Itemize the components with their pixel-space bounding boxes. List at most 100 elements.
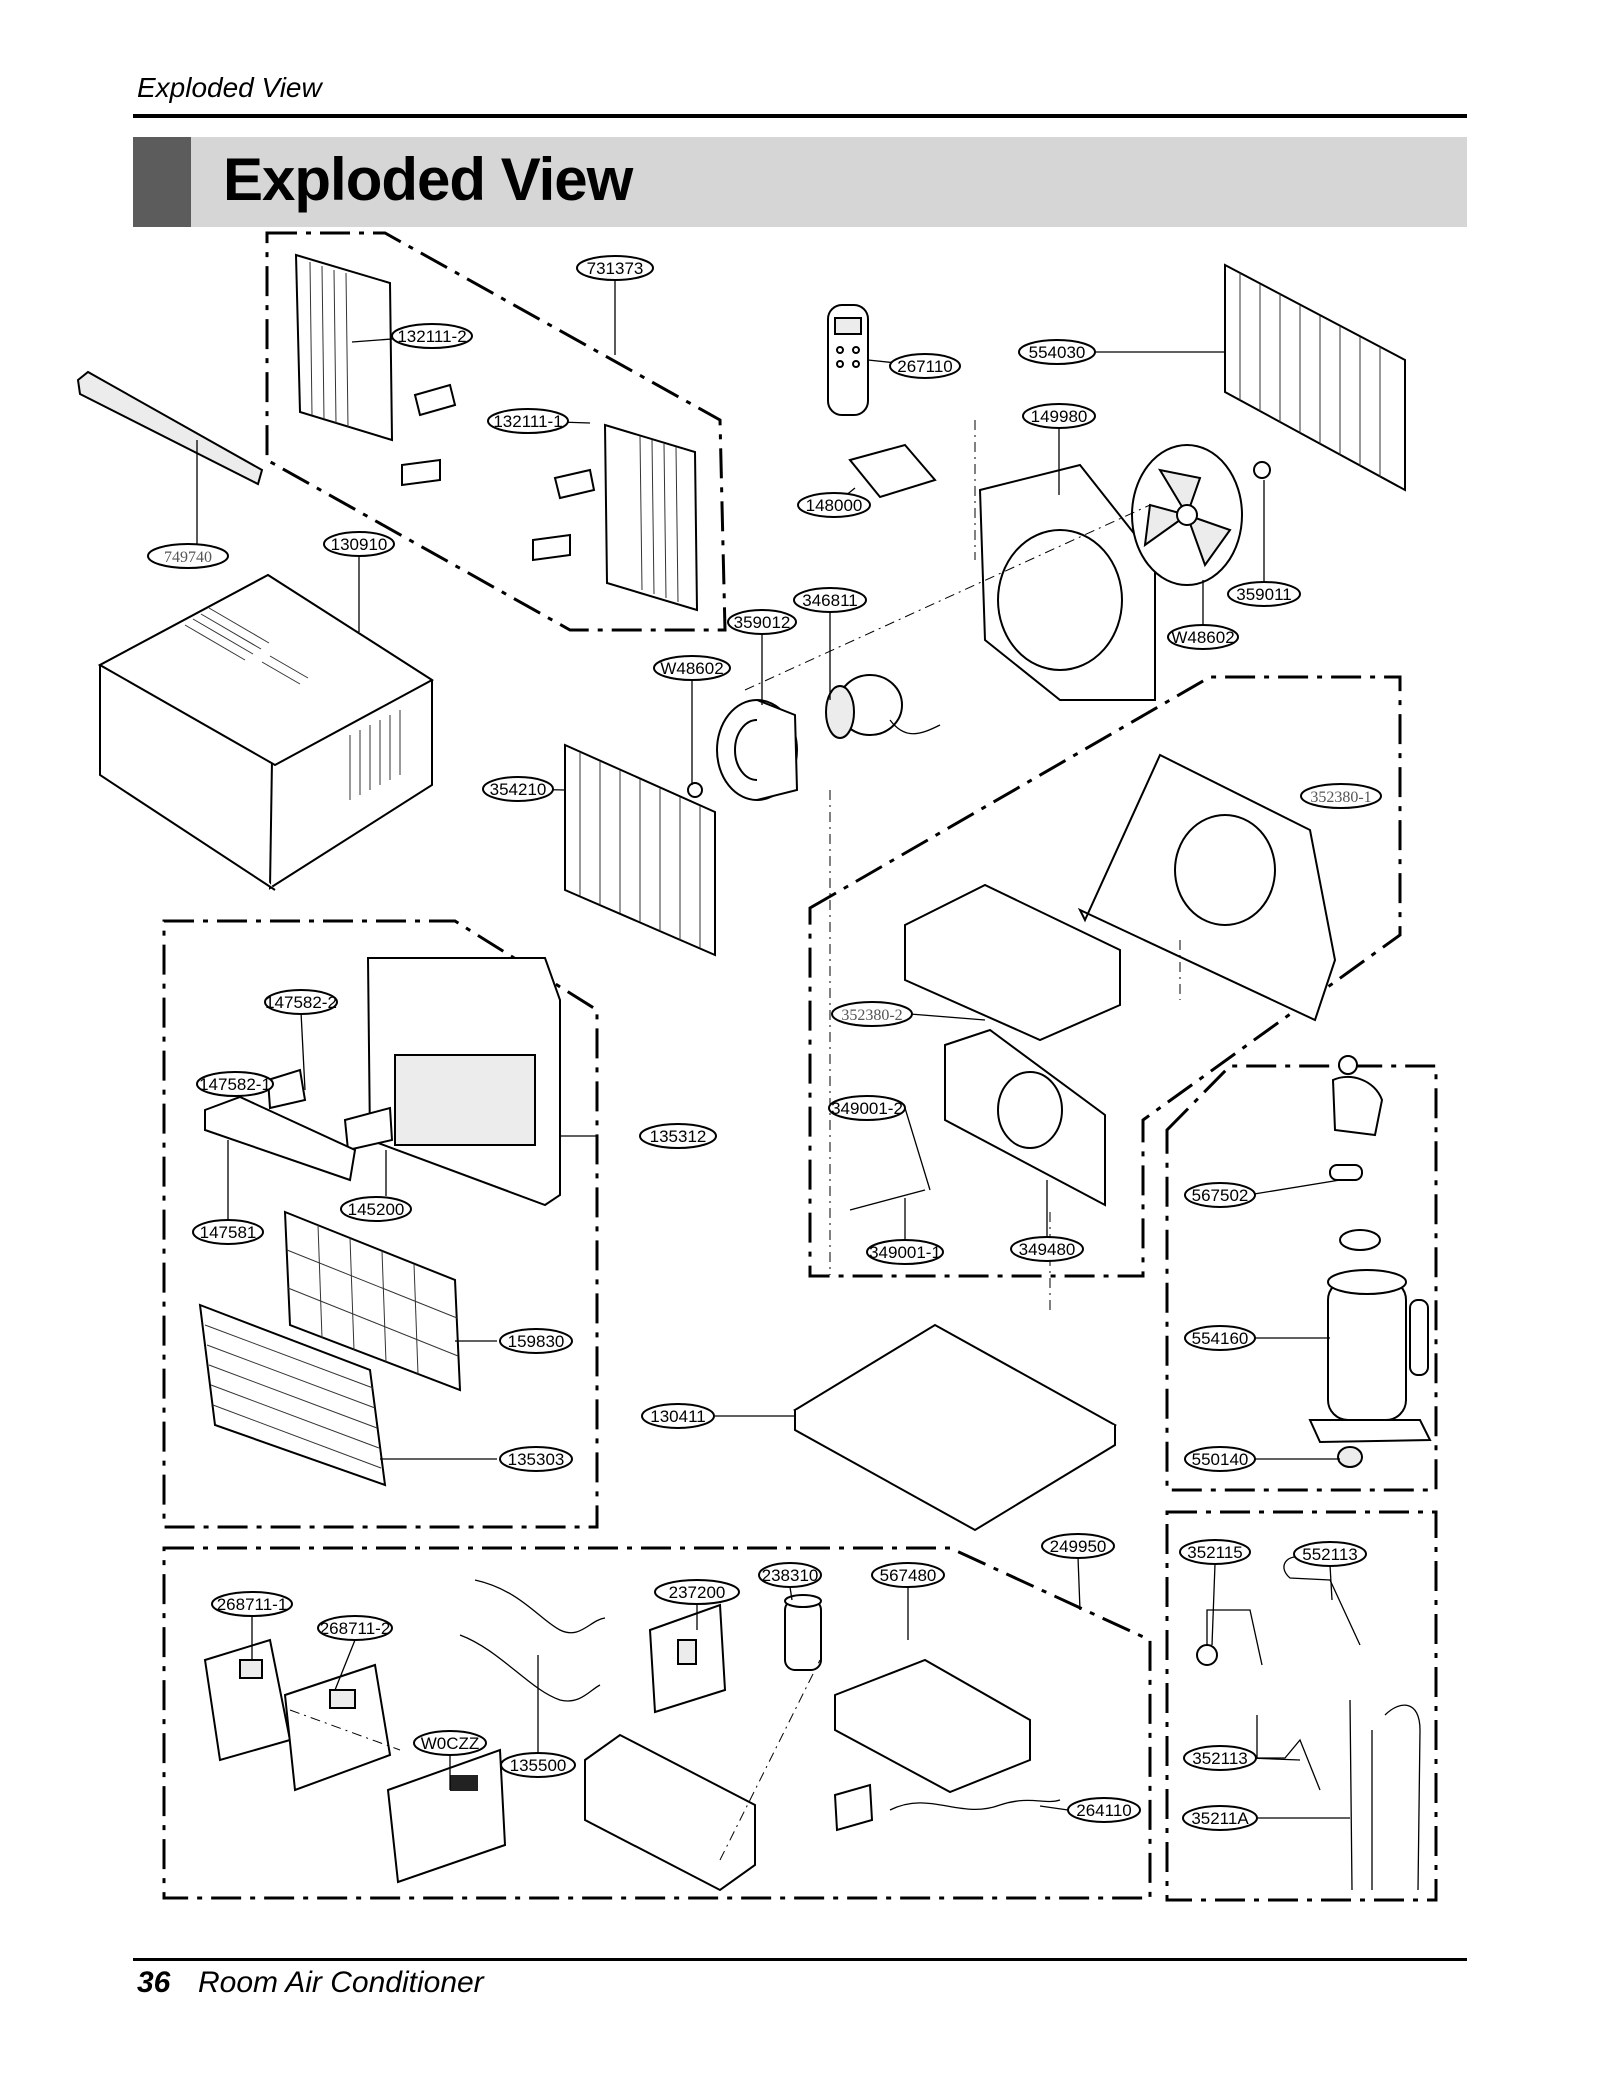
part-callout: 552113 [1293, 1541, 1367, 1567]
air-filter [283, 1210, 462, 1392]
motor-mount-bracket [848, 443, 937, 499]
part-number-label: 147581 [200, 1223, 257, 1242]
part-number-label: 749740 [164, 549, 212, 566]
part-number-label: 130411 [650, 1407, 705, 1426]
discharge-pipe [1349, 1699, 1421, 1891]
part-callout: 567502 [1184, 1182, 1256, 1208]
base-pan [793, 1323, 1117, 1532]
fan-motor [825, 674, 941, 739]
part-callout: 354210 [482, 776, 554, 802]
part-callout: 346811 [793, 587, 867, 613]
part-number-label: 264110 [1076, 1801, 1131, 1820]
part-number-label: 132111-1 [493, 412, 562, 431]
part-number-label: 237200 [669, 1583, 726, 1602]
part-callout: 264110 [1067, 1797, 1141, 1823]
part-callout: 352113 [1183, 1745, 1257, 1771]
part-callout: 148000 [797, 492, 871, 518]
part-number-label: 554160 [1192, 1329, 1249, 1348]
display-pcb [386, 1748, 507, 1884]
part-number-label: 349001-2 [831, 1099, 903, 1118]
part-number-label: 359012 [734, 613, 791, 632]
air-guide-box [904, 883, 1121, 1042]
part-callout: 130411 [641, 1403, 715, 1429]
window-panel-group-outline [265, 231, 727, 632]
propeller-fan [1131, 444, 1243, 586]
relay [833, 1783, 874, 1832]
compressor [1308, 1055, 1432, 1468]
front-panel [366, 957, 561, 1207]
condenser-coil [1224, 263, 1406, 492]
part-number-label: 132111-2 [397, 327, 466, 346]
air-guide-group-outline [808, 675, 1402, 1278]
banner-tab [133, 137, 191, 227]
fan-clamp-right [1253, 461, 1271, 479]
part-number-label: 135312 [650, 1127, 707, 1146]
part-callout: 349001-1 [866, 1239, 944, 1265]
part-number-label: 145200 [348, 1200, 405, 1219]
part-callout: W0CZZ [413, 1730, 487, 1756]
part-callout: 731373 [576, 255, 654, 281]
part-callout: 352380-1 [1300, 783, 1382, 809]
control-box-cover [834, 1658, 1031, 1794]
fan-clamp-left [687, 782, 703, 798]
part-number-label: W48602 [1171, 628, 1234, 647]
condenser-shroud [978, 463, 1156, 701]
part-number-label: 149980 [1031, 407, 1088, 426]
part-number-label: 35211A [1191, 1809, 1249, 1828]
part-callout: 147581 [192, 1219, 264, 1245]
side-curtain-right [532, 423, 699, 612]
part-callout: 147582-1 [196, 1071, 274, 1097]
evaporator-coil [564, 743, 716, 957]
sub-pcb [648, 1603, 727, 1714]
part-callout: W48602 [653, 655, 731, 681]
refrigerant-pipe-group-outline [1165, 1510, 1438, 1902]
part-number-label: 135303 [508, 1450, 565, 1469]
part-number-label: 567480 [880, 1566, 937, 1585]
cabinet [97, 573, 434, 891]
part-callout: 145200 [340, 1196, 412, 1222]
capillary-coil [1196, 1644, 1218, 1666]
seal-strip [76, 370, 264, 486]
power-cord-upper [474, 1579, 606, 1634]
part-number-label: W48602 [660, 659, 723, 678]
footer-rule [133, 1958, 1467, 1961]
part-number-label: 354210 [490, 780, 547, 799]
part-number-label: 135500 [510, 1756, 567, 1775]
part-callout: 554160 [1184, 1325, 1256, 1351]
main-pcb [203, 1638, 292, 1762]
part-callout: W48602 [1167, 624, 1239, 650]
part-number-label: 159830 [508, 1332, 565, 1351]
part-number-label: 267110 [897, 357, 952, 376]
part-callout: 359012 [727, 609, 797, 635]
part-callout: 149980 [1022, 403, 1096, 429]
part-callout: 268711-1 [211, 1591, 293, 1617]
part-number-label: 352113 [1192, 1749, 1247, 1768]
page-number: 36 [137, 1966, 171, 1999]
part-callout: 359011 [1227, 581, 1301, 607]
part-callout: 349480 [1010, 1236, 1084, 1262]
part-callout: 238310 [758, 1562, 822, 1588]
horizontal-louver-right [343, 1106, 394, 1152]
part-callouts: 731373 132111-2 132111-1 749740 130910 267110… [147, 255, 1382, 1831]
part-callout: 567480 [871, 1562, 945, 1588]
remote-controller [827, 304, 869, 416]
control-box-group-outline [162, 1546, 1152, 1900]
title-banner: Exploded View [133, 137, 1467, 227]
part-number-label: 349001-1 [869, 1243, 941, 1262]
part-number-label: 130910 [331, 535, 388, 554]
part-number-label: 147582-1 [199, 1075, 271, 1094]
part-callout: 352115 [1179, 1539, 1251, 1565]
part-number-label: 359011 [1236, 585, 1291, 604]
section-header: Exploded View [137, 72, 322, 103]
control-box-case [584, 1733, 756, 1892]
part-callout: 35211A [1182, 1805, 1258, 1831]
part-callout: 132111-2 [391, 323, 473, 349]
part-callout: 237200 [654, 1579, 740, 1605]
part-callout: 159830 [499, 1328, 573, 1354]
scroll-housing [1077, 753, 1337, 1022]
inlet-grille [198, 1303, 387, 1487]
part-number-label: 238310 [762, 1566, 819, 1585]
capillary-tube [1206, 1609, 1263, 1666]
